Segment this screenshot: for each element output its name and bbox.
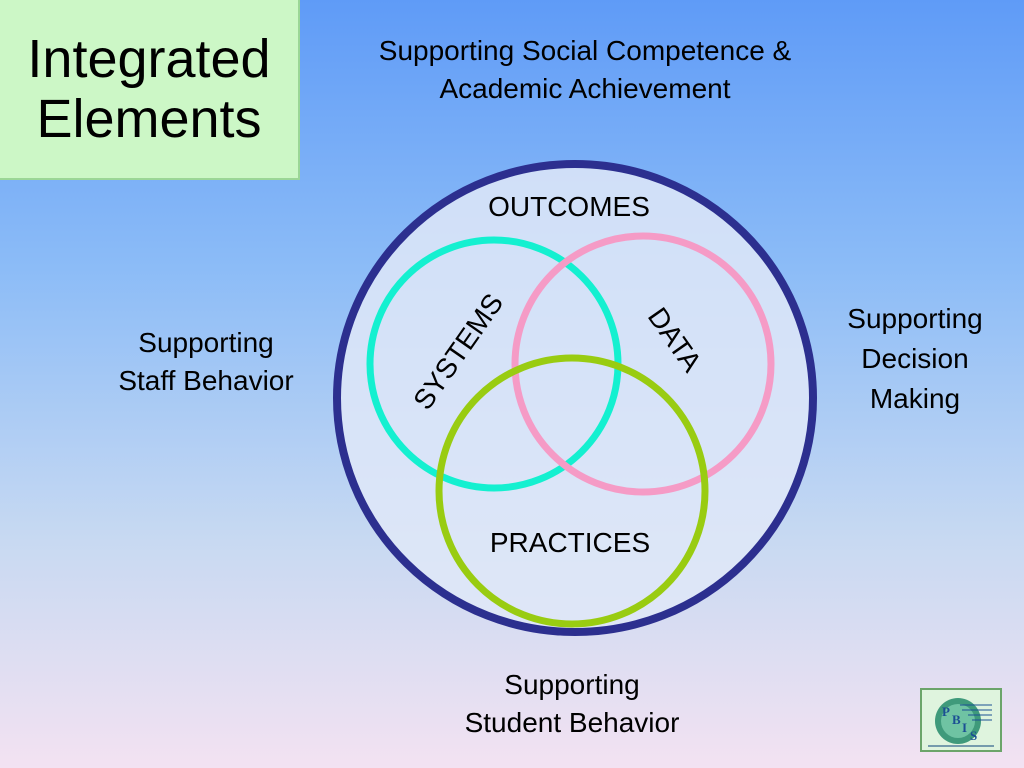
practices-ring: [435, 354, 709, 628]
pbis-logo: P B I S: [920, 688, 1002, 752]
practices-label: PRACTICES: [490, 527, 650, 558]
staff-behavior-label: Supporting Staff Behavior: [80, 324, 332, 400]
subtitle-line-1: Supporting Social Competence &: [378, 35, 792, 66]
title-line-2: Elements: [36, 89, 262, 149]
svg-text:B: B: [952, 712, 961, 727]
outcomes-ring: [333, 160, 817, 636]
data-ring: [511, 232, 775, 496]
title-line-1: Integrated: [27, 29, 271, 89]
decision-making-label: Supporting Decision Making: [810, 299, 1020, 419]
staff-label-line-1: Supporting: [138, 327, 274, 358]
student-label-line-1: Supporting: [504, 669, 640, 700]
svg-text:P: P: [942, 704, 950, 719]
outcomes-label: OUTCOMES: [488, 191, 650, 222]
subtitle: Supporting Social Competence & Academic …: [300, 32, 870, 108]
title-box: Integrated Elements: [0, 0, 300, 180]
svg-text:I: I: [962, 720, 967, 735]
student-behavior-label: Supporting Student Behavior: [400, 666, 744, 742]
subtitle-line-2: Academic Achievement: [439, 73, 731, 104]
student-label-line-2: Student Behavior: [464, 707, 680, 738]
decision-label-line-3: Making: [869, 383, 961, 414]
decision-label-line-2: Decision: [861, 343, 969, 374]
staff-label-line-2: Staff Behavior: [118, 365, 294, 396]
decision-label-line-1: Supporting: [847, 303, 983, 334]
pbis-logo-graphic: P B I S: [928, 698, 994, 747]
svg-text:S: S: [970, 728, 977, 743]
page-title: Integrated Elements: [27, 29, 270, 149]
